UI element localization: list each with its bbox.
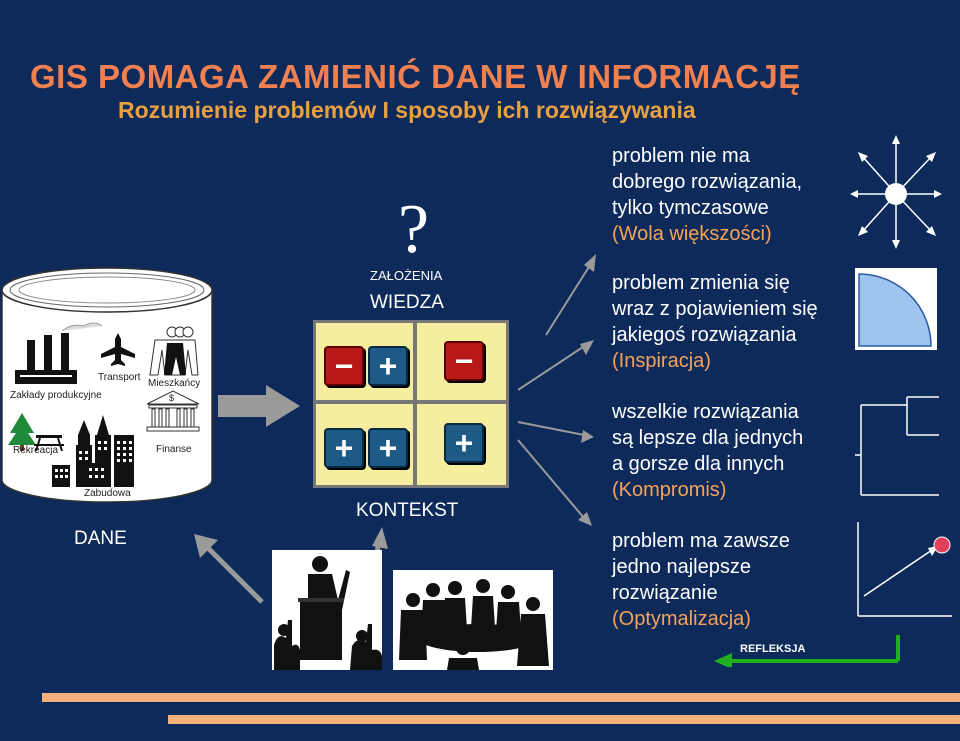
item-line: dobrego rozwiązania, [612, 171, 803, 193]
label-assumptions: ZAŁOŻENIA [370, 268, 443, 283]
speaker-audience-icon [272, 550, 382, 670]
item-accent: (Inspiracja) [612, 350, 711, 372]
tile-plus: + [444, 423, 484, 463]
item-accent: (Kompromis) [612, 479, 727, 501]
right-arrow-icon [218, 385, 300, 427]
bank-icon [146, 390, 200, 432]
people-icon [149, 326, 199, 376]
panel-divider-horizontal [316, 400, 506, 404]
question-mark: ? [398, 191, 430, 268]
label-buildings: Zabudowa [84, 488, 131, 499]
item-line: a gorsze dla innych [612, 453, 785, 475]
item-line: problem zmienia się [612, 272, 790, 294]
label-recreation: Rekreacja [13, 445, 59, 456]
label-knowledge: WIEDZA [370, 292, 444, 313]
meeting-group-icon [393, 570, 553, 670]
tree-icon [8, 413, 36, 451]
feedback-arrow-icon [714, 635, 900, 667]
tile-minus: − [324, 346, 364, 386]
item-line: wraz z pojawieniem się [612, 298, 818, 320]
data-caption: DANE [74, 528, 127, 549]
item-accent: (Optymalizacja) [612, 608, 751, 630]
knowledge-panel: − + − + + + [313, 320, 509, 488]
item-line: jedno najlepsze [612, 556, 751, 578]
item-line: wszelkie rozwiązania [612, 401, 799, 423]
radiating-star-icon [850, 135, 942, 249]
bottom-bar-bottom [168, 715, 960, 724]
item-inspiration: problem zmienia się wraz z pojawieniem s… [612, 270, 818, 374]
page-title: GIS POMAGA ZAMIENIĆ DANE W INFORMACJĘ [30, 58, 801, 95]
data-cylinder [1, 267, 213, 503]
feedback-label: REFLEKSJA [740, 643, 806, 655]
label-residents: Mieszkańcy [148, 378, 201, 389]
tile-plus: + [324, 428, 364, 468]
label-context: KONTEKST [356, 500, 459, 521]
quarter-circle-icon [855, 268, 937, 350]
factory-icon [15, 322, 103, 384]
item-accent: (Wola większości) [612, 223, 772, 245]
tile-plus: + [368, 346, 408, 386]
city-buildings-icon [52, 415, 134, 487]
item-line: są lepsze dla jednych [612, 427, 804, 449]
label-factory: Zakłady produkcyjne [10, 390, 102, 401]
optimization-graph-icon [857, 522, 952, 617]
bottom-bar-top [42, 693, 960, 702]
page-subtitle: Rozumienie problemów I sposoby ich rozwi… [118, 97, 696, 123]
connector-arrows [517, 254, 596, 526]
label-transport: Transport [98, 372, 141, 383]
item-line: tylko tymczasowe [612, 197, 769, 219]
item-optimization: problem ma zawsze jedno najlepsze rozwią… [612, 528, 790, 632]
tile-minus: − [444, 341, 484, 381]
panel-divider-vertical [413, 323, 417, 485]
label-finance: Finanse [156, 444, 192, 455]
picnic-table-icon [34, 435, 64, 452]
item-line: problem ma zawsze [612, 530, 790, 552]
arrow-up-left-icon [194, 534, 264, 604]
bank-symbol: $ [169, 393, 175, 403]
item-compromise: wszelkie rozwiązania są lepsze dla jedny… [612, 399, 803, 503]
tree-diagram-icon [855, 396, 939, 496]
item-majority: problem nie ma dobrego rozwiązania, tylk… [612, 143, 802, 247]
tile-plus: + [368, 428, 408, 468]
item-line: rozwiązanie [612, 582, 718, 604]
airplane-icon [101, 333, 135, 366]
item-line: problem nie ma [612, 145, 750, 167]
item-line: jakiegoś rozwiązania [612, 324, 797, 346]
